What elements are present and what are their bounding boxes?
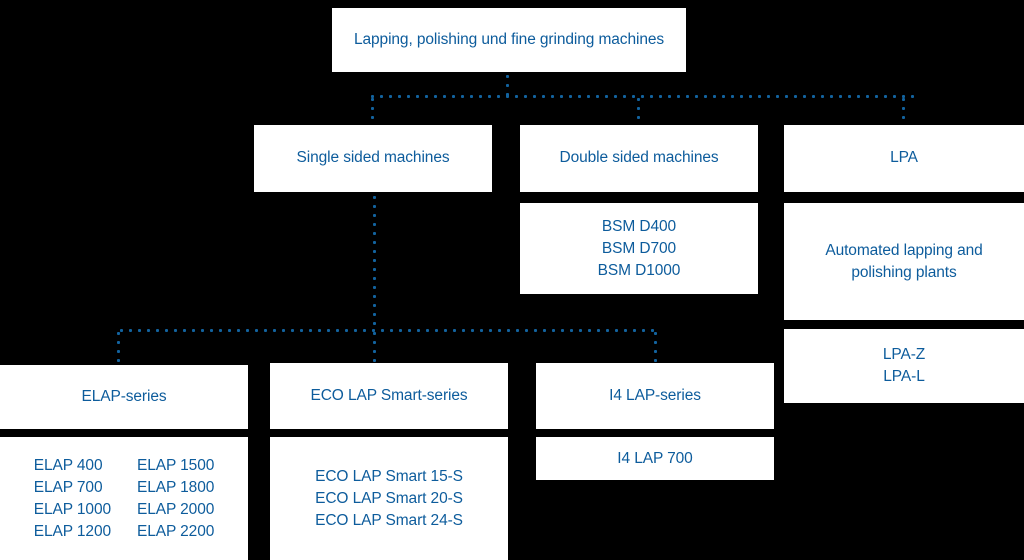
node-i4-lap-series[interactable]: I4 LAP-series — [536, 363, 774, 429]
connector-drop-elap — [117, 329, 120, 365]
connector-single-sided-stem — [373, 193, 376, 331]
connector-drop-double-sided — [637, 95, 640, 125]
connector-drop-eco-lap — [373, 329, 376, 363]
node-single-sided-machines[interactable]: Single sided machines — [254, 125, 492, 192]
node-eco-lap-series[interactable]: ECO LAP Smart-series — [270, 363, 508, 429]
node-lpa[interactable]: LPA — [784, 125, 1024, 192]
node-root-label: Lapping, polishing und fine grinding mac… — [353, 30, 665, 48]
bsm-model-item: BSM D400 — [601, 217, 677, 235]
connector-drop-single-sided — [371, 95, 374, 125]
eco-lap-model-item: ECO LAP Smart 20-S — [315, 489, 463, 507]
lpa-description-line-2: polishing plants — [851, 263, 957, 281]
elap-models-column-left: ELAP 400 ELAP 700 ELAP 1000 ELAP 1200 — [34, 455, 111, 543]
lpa-description-line-1: Automated lapping and — [825, 241, 983, 259]
node-i4-lap-models[interactable]: I4 LAP 700 — [536, 437, 774, 480]
connector-root-stem — [506, 72, 509, 98]
node-i4-lap-series-label: I4 LAP-series — [609, 386, 701, 404]
node-root[interactable]: Lapping, polishing und fine grinding mac… — [332, 8, 686, 72]
node-elap-series[interactable]: ELAP-series — [0, 365, 248, 429]
node-elap-models[interactable]: ELAP 400 ELAP 700 ELAP 1000 ELAP 1200 EL… — [0, 437, 248, 560]
node-eco-lap-models[interactable]: ECO LAP Smart 15-S ECO LAP Smart 20-S EC… — [270, 437, 508, 560]
lpa-model-item: LPA-Z — [882, 346, 926, 363]
node-bsm-models[interactable]: BSM D400 BSM D700 BSM D1000 — [520, 203, 758, 294]
elap-model-item: ELAP 1200 — [33, 522, 111, 540]
bsm-model-item: BSM D700 — [601, 239, 677, 257]
connector-drop-lpa — [902, 95, 905, 125]
bsm-model-item: BSM D1000 — [597, 261, 681, 279]
elap-models-column-right: ELAP 1500 ELAP 1800 ELAP 2000 ELAP 2200 — [137, 455, 214, 543]
node-elap-series-label: ELAP-series — [81, 387, 167, 405]
elap-model-item: ELAP 700 — [33, 478, 103, 496]
lpa-model-item: LPA-L — [883, 368, 925, 385]
node-lpa-description[interactable]: Automated lapping and polishing plants — [784, 203, 1024, 320]
node-single-sided-label: Single sided machines — [296, 149, 450, 167]
i4-lap-model-item: I4 LAP 700 — [617, 449, 693, 467]
connector-main-bus — [368, 95, 914, 98]
elap-model-item: ELAP 1000 — [33, 500, 111, 518]
elap-model-item: ELAP 2000 — [137, 500, 215, 518]
node-lpa-models[interactable]: LPA-Z LPA-L — [784, 329, 1024, 403]
node-eco-lap-series-label: ECO LAP Smart-series — [310, 386, 468, 404]
node-double-sided-label: Double sided machines — [559, 149, 719, 167]
eco-lap-model-item: ECO LAP Smart 24-S — [315, 511, 463, 529]
node-double-sided-machines[interactable]: Double sided machines — [520, 125, 758, 192]
eco-lap-model-item: ECO LAP Smart 15-S — [315, 467, 463, 485]
elap-model-item: ELAP 1500 — [137, 456, 215, 474]
elap-model-item: ELAP 400 — [33, 456, 103, 474]
node-lpa-label: LPA — [890, 149, 918, 167]
connector-sub-bus — [117, 329, 657, 332]
elap-model-item: ELAP 1800 — [137, 478, 215, 496]
elap-model-item: ELAP 2200 — [137, 522, 215, 540]
connector-drop-i4-lap — [654, 329, 657, 363]
